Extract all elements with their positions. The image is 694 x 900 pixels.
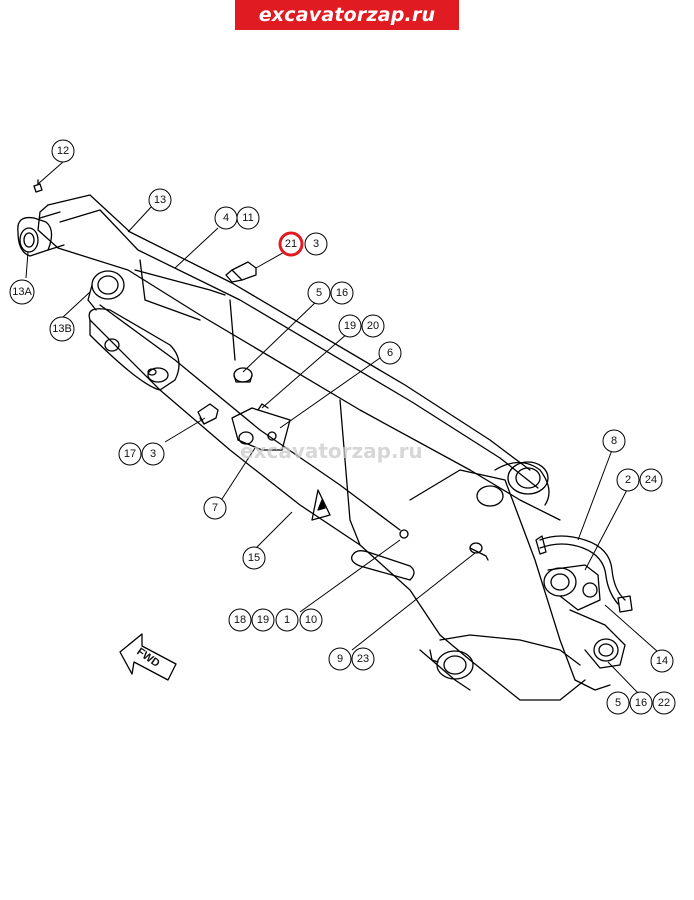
sleeve-5	[233, 367, 253, 383]
svg-text:11: 11	[242, 212, 253, 224]
svg-text:4: 4	[223, 212, 229, 224]
svg-text:24: 24	[645, 474, 657, 486]
svg-text:15: 15	[248, 552, 260, 564]
callout-5-bottom: 5	[606, 691, 630, 715]
svg-text:20: 20	[367, 320, 379, 332]
svg-text:6: 6	[387, 347, 393, 359]
callout-22: 22	[652, 691, 676, 715]
callout-1: 1	[275, 608, 299, 632]
plug-18	[399, 529, 409, 539]
callout-15: 15	[242, 546, 266, 570]
svg-text:5: 5	[316, 287, 322, 299]
pin-assembly-14	[543, 564, 626, 691]
block-7	[231, 403, 291, 451]
forward-direction-arrow: FWD	[119, 633, 177, 681]
svg-text:19: 19	[257, 614, 269, 626]
callout-6: 6	[378, 341, 402, 365]
fitting-9	[469, 542, 489, 561]
svg-text:21: 21	[285, 238, 297, 250]
callout-16-bottom: 16	[629, 691, 653, 715]
svg-text:7: 7	[212, 502, 218, 514]
hydraulic-hose-8	[535, 535, 633, 613]
callout-8: 8	[602, 429, 626, 453]
svg-text:18: 18	[234, 614, 246, 626]
callout-3-left: 3	[141, 442, 165, 466]
svg-text:3: 3	[313, 238, 319, 250]
callout-24: 24	[639, 468, 663, 492]
svg-text:1: 1	[284, 614, 290, 626]
warning-plate	[311, 489, 331, 521]
callout-10: 10	[299, 608, 323, 632]
callouts: 12 13 13A 13B 4 11 21 3 5 16 19 20 6 17 …	[9, 139, 676, 715]
callout-16-top: 16	[330, 281, 354, 305]
clamp-plate	[88, 308, 180, 391]
side-pin-boss	[87, 270, 125, 311]
site-banner: excavatorzap.ru	[235, 0, 459, 30]
svg-text:19: 19	[344, 320, 356, 332]
grease-fitting-12	[33, 179, 43, 193]
watermark: excavatorzap.ru	[240, 439, 423, 463]
callout-13b: 13B	[49, 316, 75, 342]
svg-text:3: 3	[150, 448, 156, 460]
callout-7: 7	[203, 496, 227, 520]
svg-text:12: 12	[57, 145, 69, 157]
lower-pin-boss	[429, 649, 474, 680]
callout-12: 12	[51, 139, 75, 163]
boom-foot-pivot	[17, 211, 65, 257]
slot-opening	[351, 550, 415, 581]
callout-2: 2	[616, 468, 640, 492]
upper-pin-boss	[476, 461, 549, 507]
boom-body	[37, 194, 586, 701]
callout-19-top: 19	[338, 314, 362, 338]
svg-text:5: 5	[615, 697, 621, 709]
callout-14: 14	[650, 649, 674, 673]
callout-21: 21	[278, 231, 304, 257]
svg-text:23: 23	[357, 653, 369, 665]
svg-text:16: 16	[635, 697, 647, 709]
callout-3-top: 3	[304, 232, 328, 256]
svg-text:9: 9	[337, 653, 343, 665]
svg-text:22: 22	[658, 697, 670, 709]
callout-17: 17	[118, 442, 142, 466]
callout-20: 20	[361, 314, 385, 338]
svg-text:13B: 13B	[52, 323, 72, 335]
svg-text:16: 16	[336, 287, 348, 299]
svg-text:14: 14	[656, 655, 668, 667]
svg-text:13: 13	[154, 194, 166, 206]
svg-text:2: 2	[625, 474, 631, 486]
callout-5-top: 5	[307, 281, 331, 305]
callout-23: 23	[351, 647, 375, 671]
callout-18: 18	[228, 608, 252, 632]
bolt-17	[197, 403, 219, 425]
callout-13: 13	[148, 188, 172, 212]
callout-13a: 13A	[9, 279, 35, 305]
callout-19-bottom: 19	[251, 608, 275, 632]
bolt-21	[225, 261, 257, 283]
svg-text:8: 8	[611, 435, 617, 447]
leader-lines	[25, 161, 659, 694]
svg-text:13A: 13A	[12, 286, 32, 298]
callout-4: 4	[214, 206, 238, 230]
callout-11: 11	[236, 206, 260, 230]
svg-text:17: 17	[124, 448, 136, 460]
svg-text:10: 10	[305, 614, 317, 626]
callout-9: 9	[328, 647, 352, 671]
